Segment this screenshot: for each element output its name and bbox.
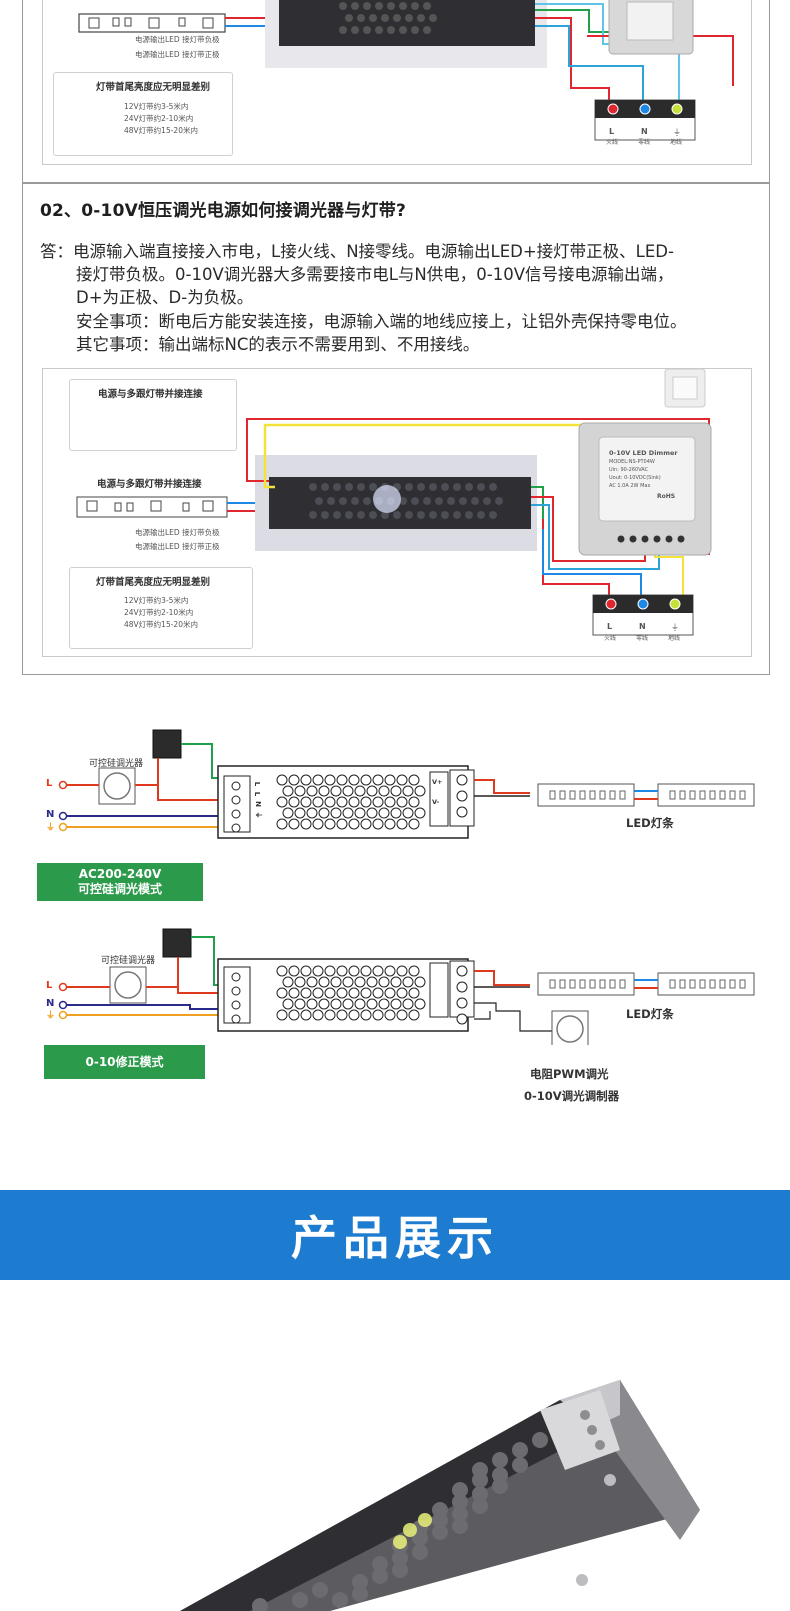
output-neg-note: 电源输出LED 接灯带负极: [135, 35, 220, 44]
psu-b-terminals: [231, 965, 468, 1025]
psu-output-label: V-: [432, 798, 440, 806]
010-mode-badge: 0-10修正模式: [44, 1045, 205, 1079]
led-strip-top: [78, 13, 226, 33]
terminal-L-name: 火线: [604, 635, 617, 642]
safety-note: 安全事项：断电后方能安装连接，电源输入端的地线应接上，让铝外壳保持零电位。: [76, 312, 687, 331]
psu-b-grille: [276, 965, 426, 1021]
schematic-010-art: [58, 928, 755, 1048]
output-pos-note: 电源输出LED 接灯带正极: [135, 542, 220, 551]
product-inner-highlight: [393, 1513, 432, 1549]
psu-input-label: ⏚: [254, 811, 263, 819]
badge-mode: 0-10修正模式: [85, 1054, 164, 1069]
answer-line: D+为正极、D-为负极。: [76, 288, 254, 307]
parallel-note-title: 电源与多跟灯带并接连接: [98, 389, 203, 400]
input-N-label: N: [46, 998, 55, 1009]
brightness-note-line: 24V灯带约2-10米内: [124, 608, 194, 617]
terminal-N-letter: N: [639, 622, 646, 631]
dimmer-terminals: [617, 535, 685, 543]
psu-input-label: L: [253, 791, 262, 797]
triac-mode-badge: AC200-240V 可控硅调光模式: [37, 863, 203, 901]
terminal-N-name: 零线: [638, 139, 651, 146]
terminal-L-letter: L: [607, 622, 613, 631]
triac-dimmer-label: 可控硅调光器: [89, 759, 144, 769]
dimmer-spec: Uout: 0-10VDC(Sink): [609, 475, 661, 481]
brightness-note-title: 灯带首尾亮度应无明显差别: [96, 82, 211, 93]
psu-input-label: L: [253, 781, 262, 787]
badge-voltage: AC200-240V: [78, 867, 162, 881]
terminal-L-letter: L: [609, 127, 615, 136]
led-bar-b-chips: [549, 979, 746, 989]
led-bar-label: LED灯条: [626, 1007, 674, 1021]
brightness-note-title: 灯带首尾亮度应无明显差别: [96, 577, 211, 588]
terminal-N-letter: N: [641, 127, 648, 136]
dimmer-spec: AC 1.0A 2W Max: [609, 483, 651, 489]
brightness-note-line: 12V灯带约3-5米内: [124, 102, 189, 111]
psu-top-grille: [339, 2, 437, 34]
brightness-note-panel: 灯带首尾亮度应无明显差别 12V灯带约3-5米内 24V灯带约2-10米内 48…: [69, 567, 253, 649]
product-grille: [252, 1432, 548, 1611]
brightness-note-line: 24V灯带约2-10米内: [124, 114, 194, 123]
input-L-label: L: [46, 980, 53, 991]
brightness-note-line: 48V灯带约15-20米内: [124, 126, 198, 135]
wiring-diagram-top-art: [78, 0, 734, 141]
product-photo: [0, 1280, 790, 1611]
wiring-diagram-dimmer: 电源与多跟灯带并接连接 电源与多跟灯带并接连接 电源输出LED 接灯带负极 电源…: [42, 368, 752, 657]
schematic-010-mode: [0, 915, 790, 1048]
brightness-note-line: 48V灯带约15-20米内: [124, 620, 198, 629]
dimmer-spec: Uin: 90-260VAC: [609, 467, 649, 473]
psu-a-terminals: [231, 774, 468, 833]
question-title: 02、0-10V恒压调光电源如何接调光器与灯带?: [40, 201, 407, 221]
wiring-diagram-dimmer-art: [76, 368, 712, 636]
led-bar-label: LED灯条: [626, 816, 674, 830]
answer-line: 答：电源输入端直接接入市电，L接火线、N接零线。电源输出LED+接灯带正极、LE…: [40, 242, 674, 261]
product-terminals: [580, 1410, 605, 1450]
section-banner: 产品展示: [0, 1190, 790, 1280]
input-ground-label: ⏚: [46, 823, 56, 833]
led-strip-mid: [76, 496, 228, 518]
input-N-label: N: [46, 809, 55, 820]
answer-line: 接灯带负极。0-10V调光器大多需要接市电L与N供电，0-10V信号接电源输出端…: [76, 265, 674, 284]
wiring-diagram-top: 电源输出LED 接灯带负极 电源输出LED 接灯带正极 灯带首尾亮度应无明显差别…: [42, 0, 752, 165]
parallel-note-title-2: 电源与多跟灯带并接连接: [97, 479, 202, 490]
psu-a-grille: [276, 774, 426, 830]
terminal-ground-name: 地线: [668, 635, 681, 642]
product-photo-art: [180, 1380, 700, 1611]
brightness-note-line: 12V灯带约3-5米内: [124, 596, 189, 605]
dimmer-rohs: RoHS: [657, 493, 676, 500]
pwm-label-2: 0-10V调光调制器: [524, 1089, 620, 1103]
dimmer-title: 0-10V LED Dimmer: [609, 449, 678, 457]
other-note: 其它事项：输出端标NC的表示不需要用到、不用接线。: [76, 335, 480, 354]
terminal-ground-letter: ⏚: [673, 128, 681, 137]
faq-card: [22, 0, 770, 675]
brightness-note-panel: 灯带首尾亮度应无明显差别 12V灯带约3-5米内 24V灯带约2-10米内 48…: [53, 72, 233, 156]
parallel-note-panel-1: 电源与多跟灯带并接连接: [69, 379, 237, 451]
triac-dimmer-label: 可控硅调光器: [101, 956, 156, 966]
input-L-label: L: [46, 778, 53, 789]
psu-input-label: N: [253, 801, 262, 807]
terminal-ground-name: 地线: [670, 139, 683, 146]
dimmer-model: MODEL:NS-PT04W: [609, 459, 655, 465]
section-title: 产品展示: [291, 1211, 499, 1265]
output-pos-note: 电源输出LED 接灯带正极: [135, 50, 220, 59]
schematic-triac-mode: [0, 720, 790, 860]
faq-divider: [22, 182, 770, 184]
terminal-L-name: 火线: [606, 139, 619, 146]
psu-output-label: V+: [432, 778, 443, 786]
led-bar-a-chips: [549, 790, 746, 800]
output-neg-note: 电源输出LED 接灯带负极: [135, 528, 220, 537]
badge-mode: 可控硅调光模式: [77, 882, 162, 896]
pwm-label: 电阻PWM调光: [530, 1067, 609, 1081]
terminal-N-name: 零线: [636, 635, 649, 642]
schematic-triac-art: [58, 729, 755, 839]
terminal-ground-letter: ⏚: [671, 623, 679, 632]
input-ground-label: ⏚: [46, 1011, 56, 1021]
